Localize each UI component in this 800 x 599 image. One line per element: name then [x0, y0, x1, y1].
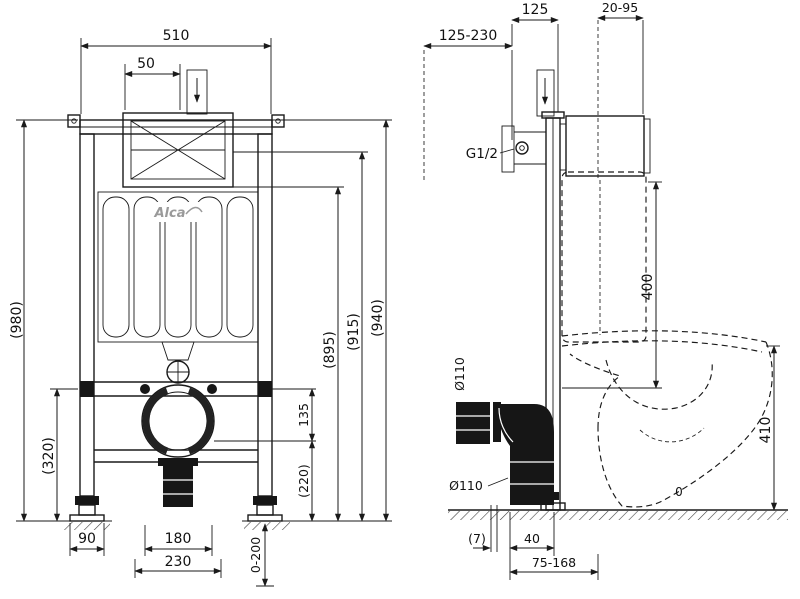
dim-7: (7): [468, 531, 486, 546]
side-view: G1/2 0 Ø110: [423, 0, 788, 580]
dim-410: 410: [758, 417, 774, 444]
dim-915: (915): [346, 313, 362, 351]
cistern-side-hidden: [561, 171, 647, 343]
drain-opening: [141, 384, 215, 507]
floor: [448, 509, 788, 520]
dim-320: (320): [41, 437, 57, 475]
dim-0-200: 0-200: [248, 537, 263, 573]
drain-elbow: Ø110: [449, 402, 554, 505]
front-view: Alca: [9, 28, 392, 587]
dim-75-168: 75-168: [532, 555, 576, 570]
wc-bowl-hidden: 0: [561, 330, 773, 508]
annotation-zero: 0: [675, 485, 683, 499]
cistern: [97, 191, 259, 343]
wall-outlet-box: Ø110: [452, 357, 490, 444]
dim-135: 135: [296, 403, 311, 427]
inlet-hose-side: [536, 69, 555, 117]
mounting-rails: [94, 381, 258, 463]
dim-40: 40: [524, 531, 540, 546]
dim-180: 180: [165, 531, 192, 547]
dim-980: (980): [9, 301, 25, 339]
mounting-frame: [62, 114, 292, 530]
dim-dia110-bottom: Ø110: [449, 478, 483, 493]
dim-230: 230: [165, 554, 192, 570]
flush-valve: [161, 341, 195, 384]
water-connection: G1/2: [466, 125, 546, 173]
dim-895: (895): [322, 331, 338, 369]
logo-swoosh-icon: [185, 206, 203, 215]
dim-dia110-top: Ø110: [452, 357, 467, 391]
dim-125: 125: [522, 2, 549, 18]
side-dimensions: 125-230 125 20-95 400 410 (7): [423, 0, 780, 580]
flush-plate-zone: [560, 115, 651, 177]
dim-50: 50: [137, 56, 155, 72]
brand-logo: Alca: [150, 202, 206, 222]
dim-940: (940): [370, 299, 386, 337]
front-dimensions: 510 50 (980) (320) 90 180: [9, 28, 392, 587]
brand-logo-text: Alca: [154, 206, 186, 221]
dim-510: 510: [163, 28, 190, 44]
dim-220: (220): [296, 464, 311, 498]
dim-90: 90: [78, 531, 96, 547]
dim-125-230: 125-230: [439, 28, 498, 44]
label-g12: G1/2: [466, 146, 498, 162]
inlet-hose: [186, 69, 208, 115]
flush-opening: [122, 112, 234, 188]
dim-400: 400: [640, 274, 656, 301]
dim-20-95: 20-95: [602, 0, 638, 15]
